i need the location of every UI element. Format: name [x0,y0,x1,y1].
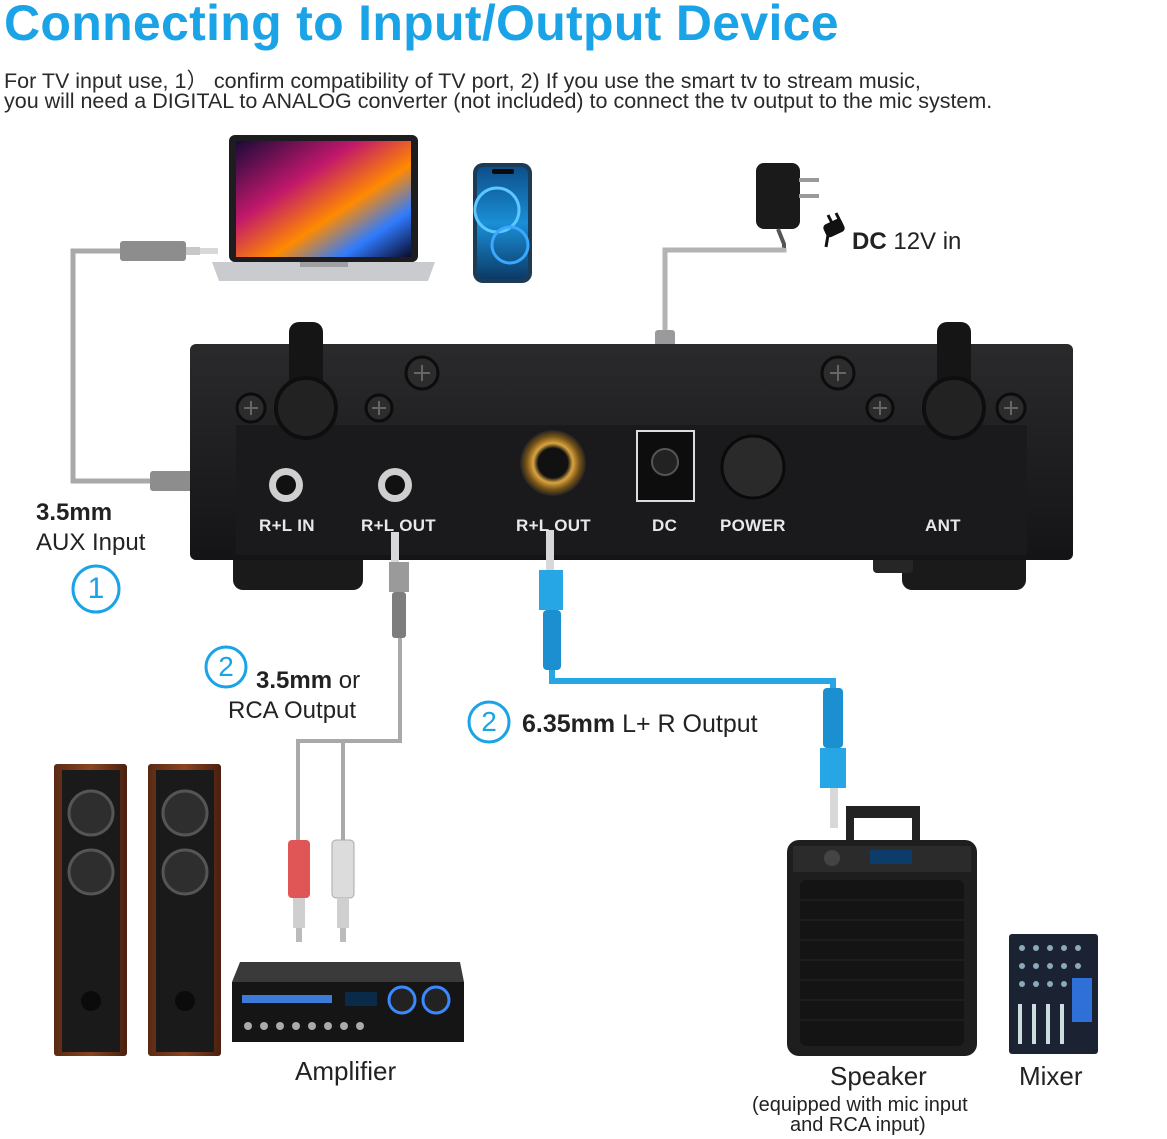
wireless-receiver-rear-panel [190,322,1073,590]
callout-number-2-circle-rca [204,645,248,689]
mixer-label: Mixer [1019,1061,1083,1091]
amplifier-image [232,962,464,1042]
jack-635-output-cable [539,530,846,828]
callout-number-2-circle-635 [467,700,511,744]
speaker-note-line-1: (equipped with mic input [752,1094,968,1116]
tower-speakers-image [54,764,221,1056]
portable-speaker-image [787,806,977,1056]
laptop-image [212,135,435,281]
intro-line-1: For TV input use, 1） confirm compatibili… [4,69,921,93]
mixer-image [1009,934,1098,1054]
jack635-callout-label: 6.35mm L+ R Output [522,710,758,738]
smartphone-image [473,163,532,283]
port-label-rl-out-635: R+L OUT [516,516,591,535]
port-label-dc: DC [652,516,678,535]
aux-callout-label: AUX Input [36,529,146,556]
aux-callout-number: 1 [87,572,105,605]
speaker-note-line-2: and RCA input) [790,1114,926,1136]
plug-icon [823,212,845,248]
power-adapter-image [756,163,819,248]
port-label-power: POWER [720,516,786,535]
dc-power-label: DC 12V in [852,228,962,255]
rca-callout-label: RCA Output [228,697,357,724]
rca-callout-size: 3.5mm or [256,667,361,694]
jack635-callout-number: 2 [481,706,497,737]
amplifier-label: Amplifier [295,1056,397,1086]
callout-number-1-circle [71,564,121,614]
port-label-rl-out-35: R+L OUT [361,516,436,535]
port-label-rl-in: R+L IN [259,516,315,535]
rca-callout-number: 2 [218,651,234,682]
speaker-label: Speaker [830,1061,927,1091]
page-title: Connecting to Input/Output Device [4,0,839,51]
port-label-ant: ANT [925,516,961,535]
rca-output-cable [288,532,409,942]
intro-line-2: you will need a DIGITAL to ANALOG conver… [4,89,993,113]
aux-callout-size: 3.5mm [36,499,113,526]
